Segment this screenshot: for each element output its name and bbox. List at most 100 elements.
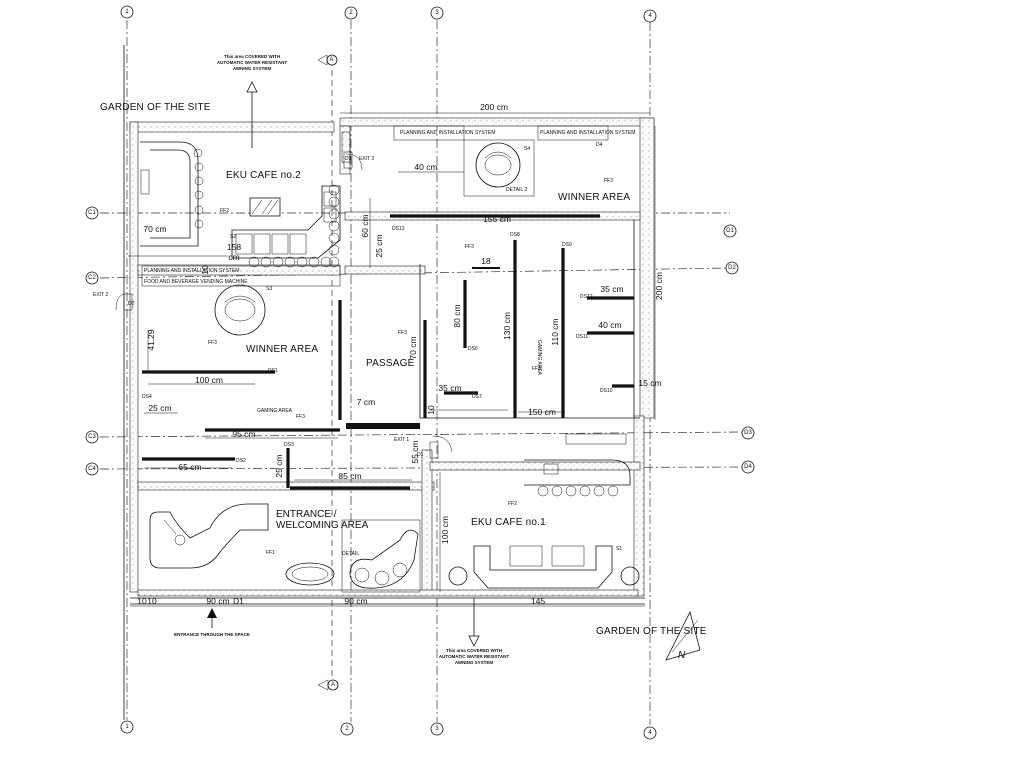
cafe1-counter — [524, 433, 631, 497]
cafe1-sofa — [448, 545, 640, 589]
svg-text:PLANNING AND INSTALLATION SYST: PLANNING AND INSTALLATION SYSTEM — [144, 268, 239, 274]
svg-text:S4: S4 — [524, 146, 530, 152]
svg-text:10: 10 — [200, 265, 210, 275]
svg-text:DS10: DS10 — [600, 388, 613, 394]
svg-text:100 cm: 100 cm — [440, 516, 450, 544]
svg-text:15 cm: 15 cm — [638, 378, 661, 388]
svg-text:FF2: FF2 — [220, 208, 229, 214]
room-entrance-line2: WELCOMING AREA — [276, 520, 369, 531]
svg-text:AWNING SYSTEM: AWNING SYSTEM — [455, 660, 494, 665]
svg-text:DS1: DS1 — [268, 368, 278, 374]
svg-text:4: 4 — [648, 730, 652, 736]
svg-text:1: 1 — [125, 9, 129, 15]
svg-text:FF2: FF2 — [508, 501, 517, 507]
cafe2-sofa — [231, 185, 341, 259]
svg-text:C2: C2 — [88, 275, 96, 281]
svg-text:55 cm: 55 cm — [410, 440, 420, 463]
gaming-chair-s3 — [214, 284, 266, 336]
garden-bottom-label: GARDEN OF THE SITE — [596, 626, 707, 637]
svg-text:95 cm: 95 cm — [232, 429, 255, 439]
svg-text:cm: cm — [228, 252, 239, 262]
svg-text:D2: D2 — [128, 301, 135, 307]
svg-text:DS13: DS13 — [392, 226, 405, 232]
room-gaming-center: GAMING AREA — [536, 340, 542, 376]
svg-text:D3: D3 — [345, 156, 352, 162]
svg-text:40 cm: 40 cm — [598, 320, 621, 330]
detail-lounge-chair — [341, 519, 421, 593]
svg-text:200 cm: 200 cm — [654, 272, 664, 300]
grid-bubble-c3: C3 — [85, 430, 99, 444]
svg-text:FF3: FF3 — [398, 330, 407, 336]
svg-text:41.29: 41.29 — [146, 329, 156, 351]
svg-text:10: 10 — [426, 405, 436, 415]
svg-text:35 cm: 35 cm — [438, 383, 461, 393]
entrance-note: ENTRANCE THROUGH THE SPACE — [174, 632, 250, 637]
svg-text:AWNING SYSTEM: AWNING SYSTEM — [233, 66, 272, 71]
grid-bubble-2-top: 2 — [344, 6, 358, 20]
svg-text:S1: S1 — [616, 546, 622, 552]
svg-text:DS2: DS2 — [236, 458, 246, 464]
svg-text:DETAIL 2: DETAIL 2 — [506, 187, 527, 193]
dimension-values: 200 cm 200 cm 40 cm 155 cm 60 cm 25 cm 1… — [137, 102, 664, 606]
walls — [129, 117, 655, 597]
room-passage: PASSAGE — [366, 358, 415, 369]
svg-text:D2: D2 — [728, 265, 736, 271]
svg-text:DS8: DS8 — [510, 232, 520, 238]
svg-text:A: A — [331, 682, 335, 688]
svg-text:10: 10 — [147, 596, 157, 606]
room-gaming-left: GAMING AREA — [257, 408, 293, 414]
svg-text:D4: D4 — [596, 142, 603, 148]
awning-arrows — [207, 81, 480, 647]
svg-text:25 cm: 25 cm — [374, 234, 384, 257]
rug — [285, 562, 335, 586]
awning-note-top: This area COVERED WITH AUTOMATIC WATER R… — [217, 54, 287, 71]
svg-text:AUTOMATIC WATER RESISTANT: AUTOMATIC WATER RESISTANT — [217, 60, 287, 65]
svg-text:C3: C3 — [88, 434, 96, 440]
svg-text:3: 3 — [435, 726, 439, 732]
svg-text:DETAIL: DETAIL — [342, 551, 359, 557]
north-label: N — [678, 650, 686, 661]
svg-text:35 cm: 35 cm — [600, 284, 623, 294]
svg-text:70 cm: 70 cm — [408, 336, 418, 359]
svg-text:DS3: DS3 — [284, 442, 294, 448]
plant-column — [248, 184, 340, 268]
svg-text:FF3: FF3 — [465, 244, 474, 250]
svg-text:D4: D4 — [744, 464, 752, 470]
svg-text:S3: S3 — [266, 286, 272, 292]
svg-text:DS11: DS11 — [576, 334, 588, 340]
svg-text:3: 3 — [435, 10, 439, 16]
svg-text:70 cm: 70 cm — [143, 224, 166, 234]
svg-text:60 cm: 60 cm — [360, 214, 370, 237]
svg-text:D1: D1 — [417, 452, 424, 458]
svg-text:FF3: FF3 — [208, 340, 217, 346]
svg-text:2: 2 — [345, 726, 349, 732]
svg-text:90 cm: 90 cm — [344, 596, 367, 606]
svg-text:200 cm: 200 cm — [480, 102, 508, 112]
gaming-chair-s4 — [463, 139, 535, 197]
svg-text:EXIT 3: EXIT 3 — [359, 156, 374, 162]
svg-text:85 cm: 85 cm — [338, 471, 361, 481]
svg-text:2: 2 — [349, 10, 353, 16]
tags: EXIT 1 EXIT 2 EXIT 3 DETAIL DETAIL 2 PLA… — [93, 130, 635, 557]
grid-bubble-2-bottom: 2 — [340, 722, 354, 736]
garden-top-label: GARDEN OF THE SITE — [100, 102, 211, 113]
grid-bubble: 1 2 3 4 1 2 3 4 C1 C2 C3 C4 D1 D2 D3 D4 … — [85, 5, 755, 740]
svg-text:D1: D1 — [233, 596, 244, 606]
grid-bubble-3-bottom: 3 — [430, 722, 444, 736]
grid-axes — [99, 20, 743, 725]
room-cafe2: EKU CAFE no.2 — [226, 170, 301, 181]
storage-boxes — [141, 125, 609, 287]
grid-bubble-d3: D3 — [741, 426, 755, 440]
svg-text:155 cm: 155 cm — [483, 214, 511, 224]
grid-bubble-d4: D4 — [741, 460, 755, 474]
svg-text:DS4: DS4 — [142, 394, 152, 400]
svg-text:130 cm: 130 cm — [502, 312, 512, 340]
svg-text:DS7: DS7 — [472, 394, 482, 400]
svg-text:This area COVERED WITH: This area COVERED WITH — [224, 54, 280, 59]
svg-text:This area COVERED WITH: This area COVERED WITH — [446, 648, 502, 653]
svg-text:7 cm: 7 cm — [357, 397, 375, 407]
svg-text:158: 158 — [227, 242, 241, 252]
grid-bubble-c4: C4 — [85, 462, 99, 476]
svg-text:25 cm: 25 cm — [274, 454, 284, 477]
